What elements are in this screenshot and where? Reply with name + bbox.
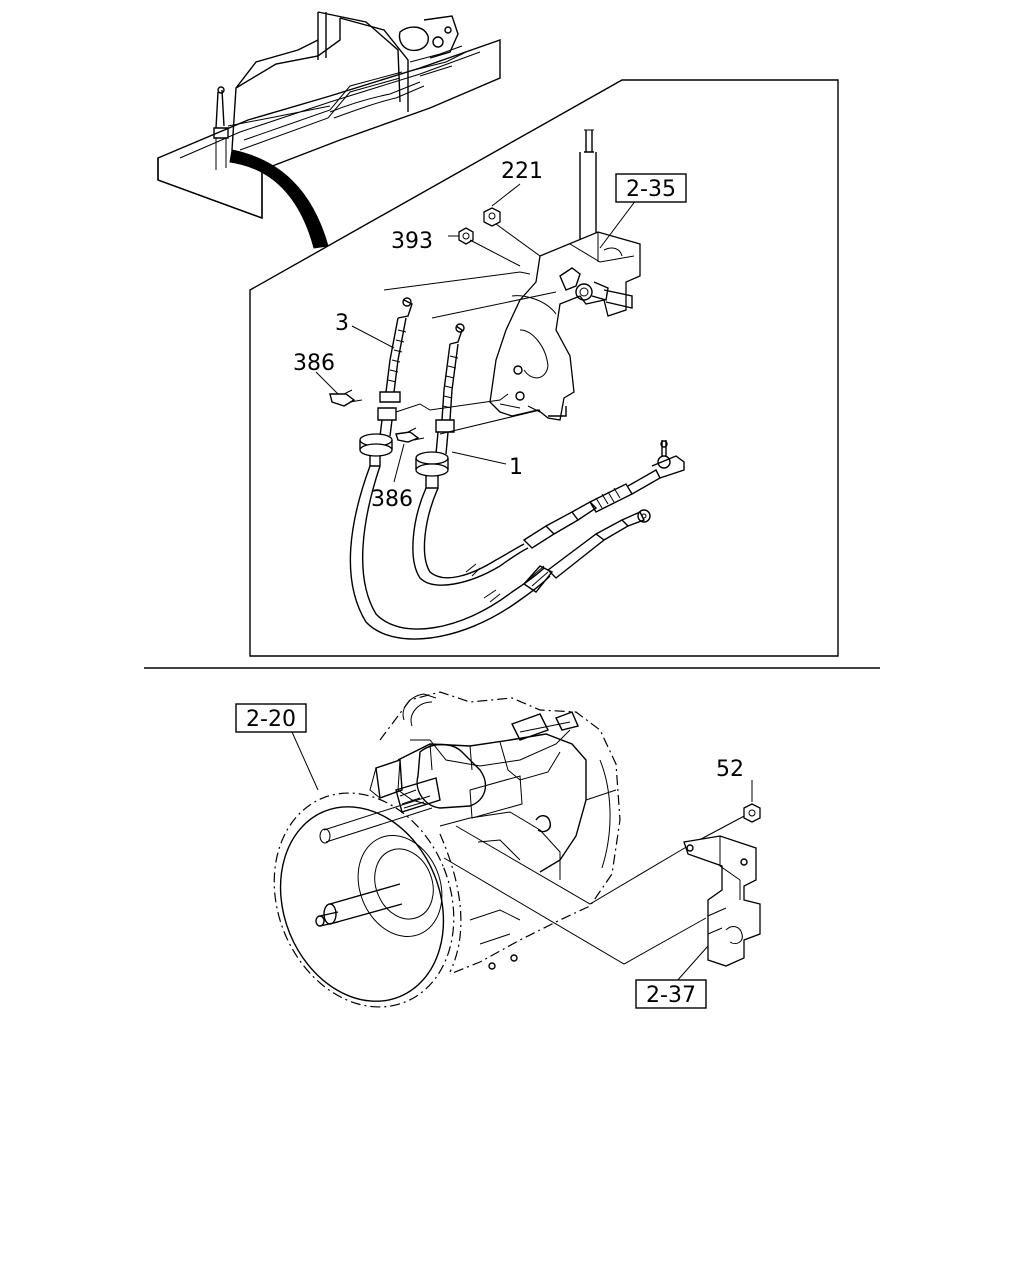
callout-386-upper: 386 [293, 351, 335, 376]
bracket-2-37 [683, 835, 761, 967]
ref-box-2-35: 2-35 [615, 173, 687, 203]
clip-386-lower [395, 427, 425, 443]
callout-221: 221 [501, 159, 543, 184]
ref-2-20: 2-20 [246, 707, 296, 732]
cable-1 [412, 323, 685, 586]
nut-52 [743, 803, 761, 823]
nut-221 [483, 207, 501, 227]
nut-393 [458, 227, 474, 245]
cable-3 [349, 297, 651, 640]
detail-frame [249, 79, 839, 657]
transmission-assembly [273, 691, 749, 1008]
chassis-overview [157, 11, 501, 249]
callout-3: 3 [335, 311, 349, 336]
callout-393: 393 [391, 229, 433, 254]
callout-386-lower: 386 [371, 487, 413, 512]
clip-386-upper [329, 389, 363, 407]
shift-lever-assembly [383, 129, 641, 435]
ref-2-37: 2-37 [646, 983, 696, 1008]
ref-box-2-20: 2-20 [235, 703, 307, 733]
callout-52: 52 [716, 757, 744, 782]
callout-1: 1 [509, 455, 523, 480]
ref-box-2-37: 2-37 [635, 979, 707, 1009]
ref-2-35: 2-35 [626, 177, 676, 202]
